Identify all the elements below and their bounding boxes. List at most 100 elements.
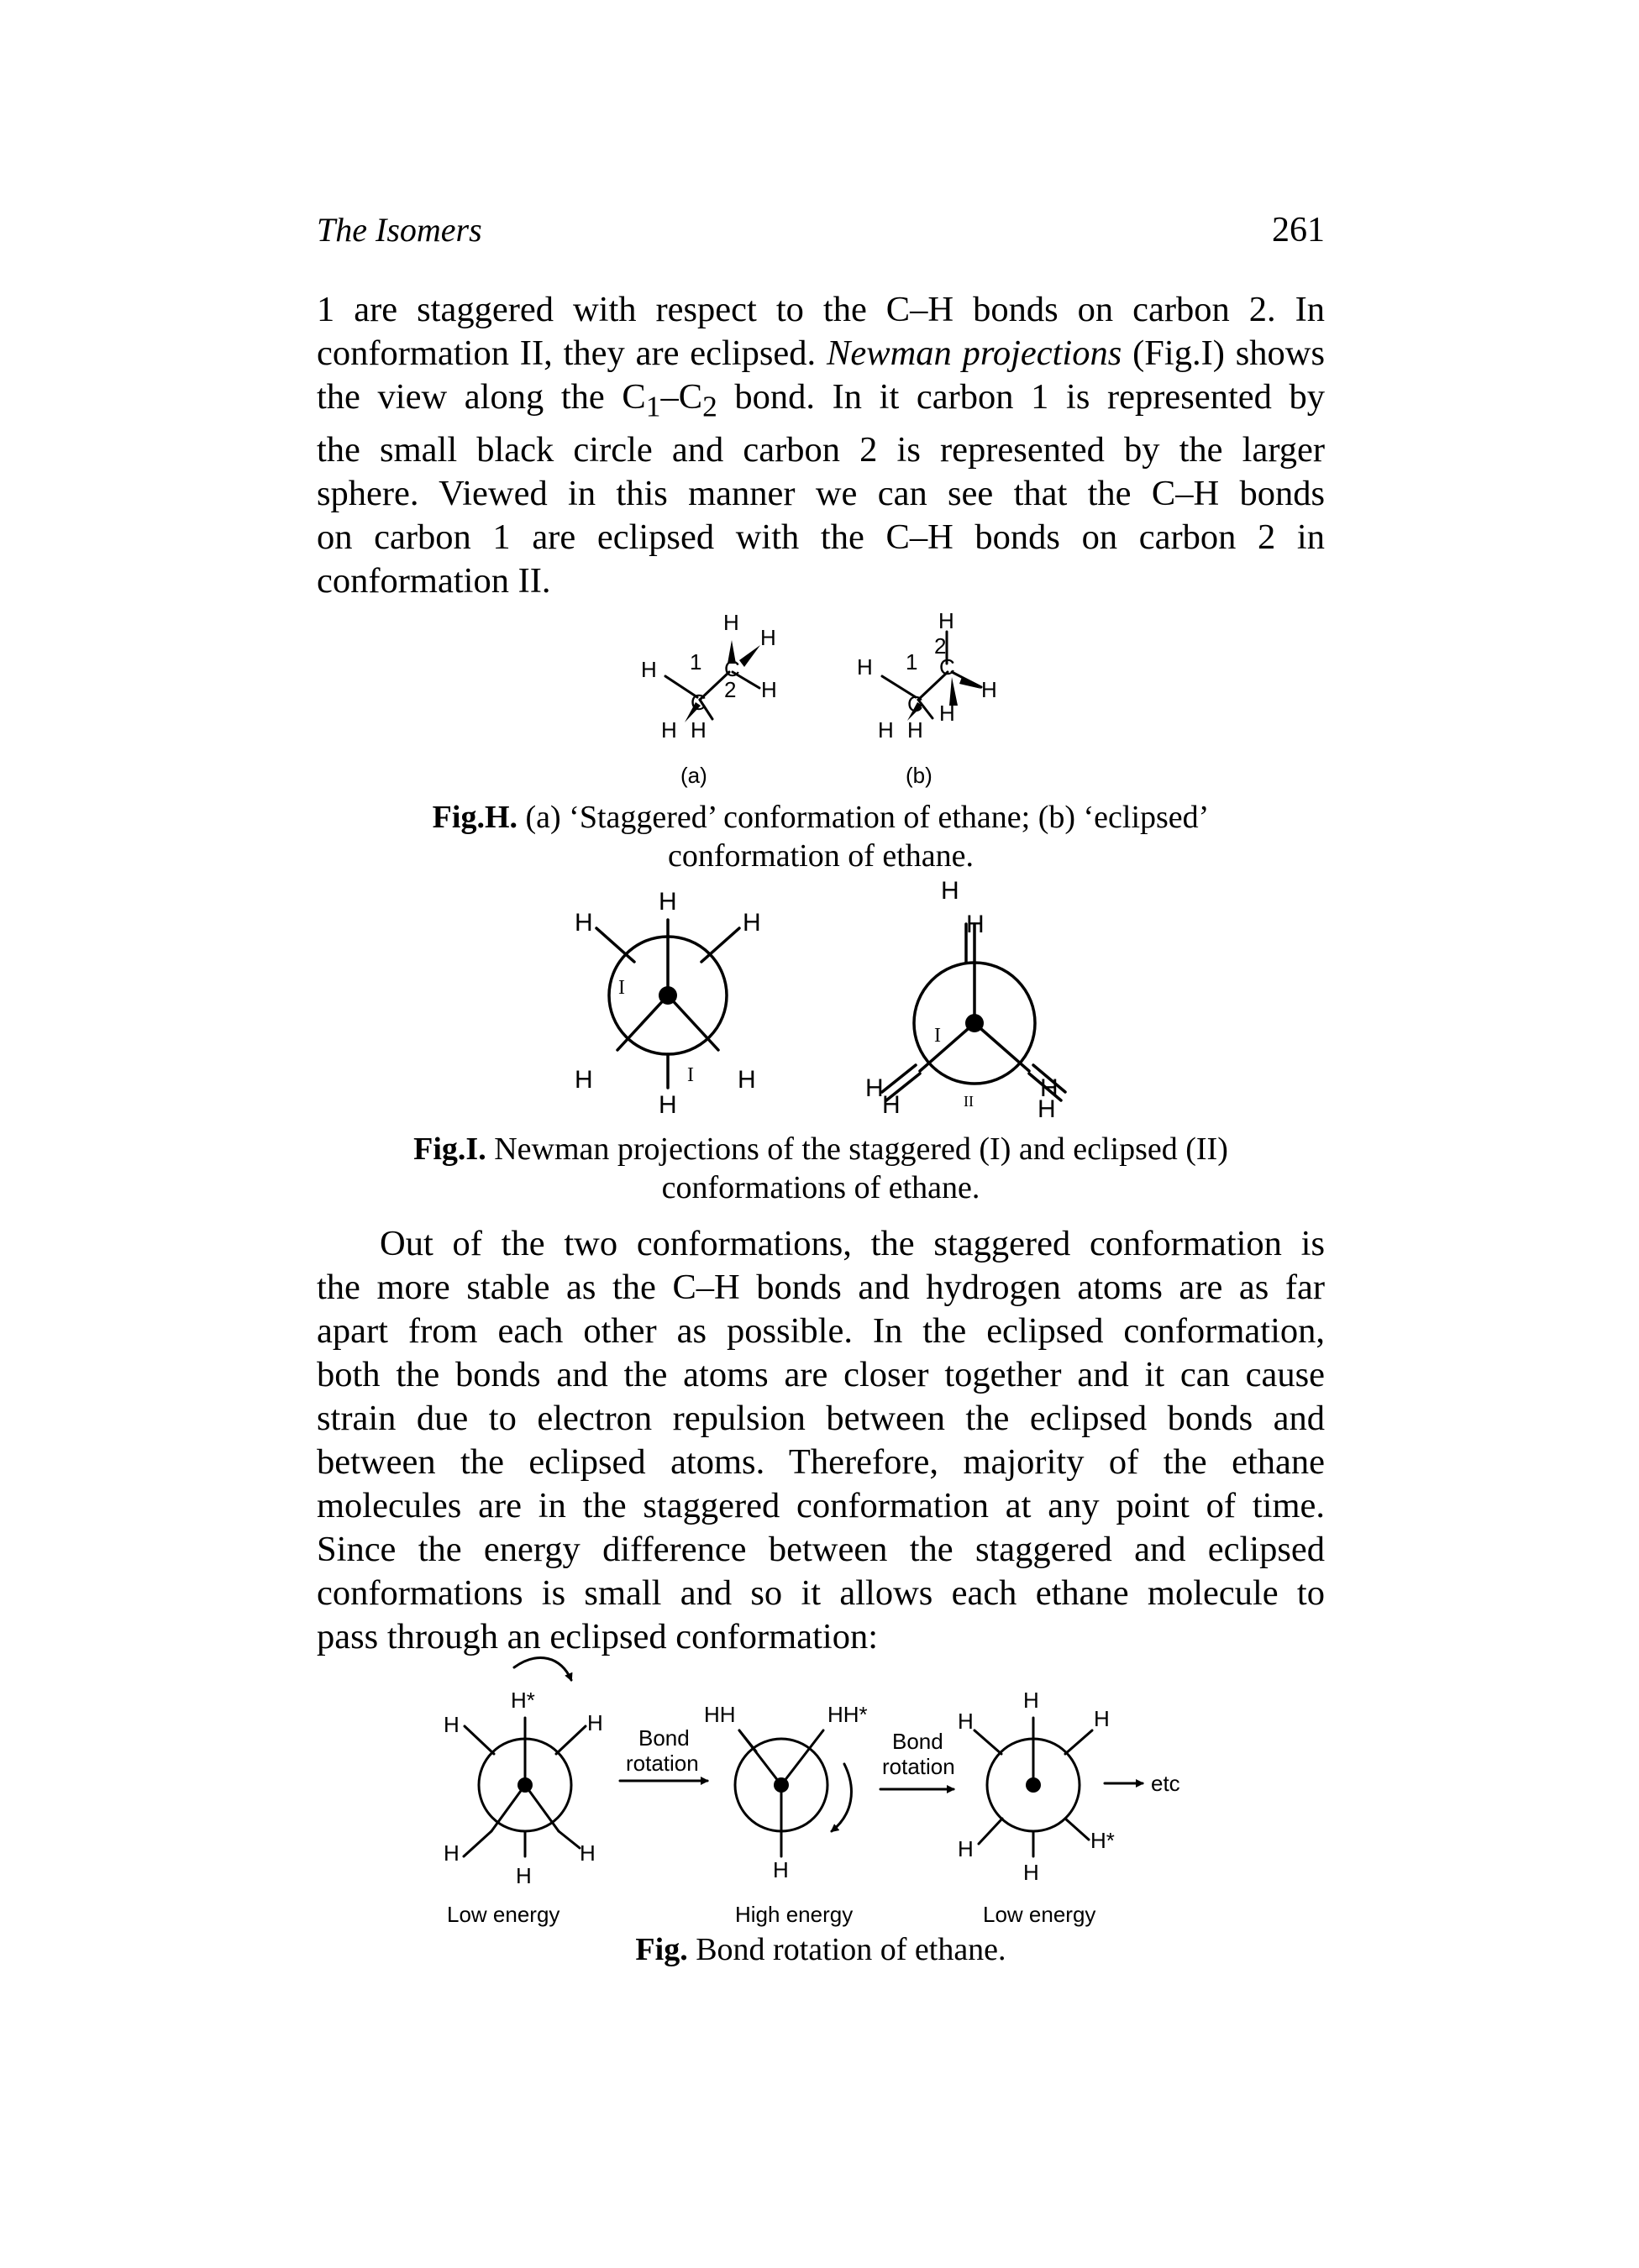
text-line: pass through an eclipsed conformation: bbox=[317, 1617, 879, 1656]
atom-label: H bbox=[738, 1066, 756, 1094]
etc-label: etc bbox=[1151, 1771, 1180, 1796]
roman-numeral-label: II bbox=[964, 1093, 974, 1110]
figure-i-newman: H H H H H H H H H H H H I I I II bbox=[575, 877, 1067, 1123]
caption-text: Newman projections of the staggered (I) … bbox=[494, 1131, 1228, 1167]
text-segment: conformation II, they are eclipsed. bbox=[317, 333, 817, 373]
atom-label: H bbox=[857, 654, 873, 680]
text-line: Out of the two conformations, the stagge… bbox=[380, 1224, 1325, 1263]
atom-label: H bbox=[1094, 1706, 1110, 1731]
atom-label: H bbox=[1023, 1688, 1039, 1713]
atom-label: H bbox=[941, 877, 959, 905]
subscript: 2 bbox=[702, 389, 717, 423]
energy-label-low-left: Low energy bbox=[447, 1902, 559, 1927]
text-line: the view along the C1–C2 bond. In it car… bbox=[317, 375, 1325, 428]
atom-label: H bbox=[659, 1091, 677, 1119]
atom-label: HH* bbox=[827, 1702, 868, 1727]
atom-label: H bbox=[444, 1712, 460, 1737]
text-line: molecules are in the staggered conformat… bbox=[317, 1486, 1325, 1525]
running-head: The Isomers 261 bbox=[317, 210, 1325, 260]
caption-label: Fig.H. bbox=[432, 800, 517, 835]
term-newman-projections: Newman projections bbox=[827, 333, 1122, 373]
text-line: strain due to electron repulsion between… bbox=[317, 1399, 1325, 1438]
caption-text: conformation of ethane. bbox=[667, 838, 974, 874]
paragraph-1: 1 are staggered with respect to the C–H … bbox=[317, 288, 1325, 603]
arrow-label: Bond bbox=[892, 1729, 943, 1754]
atom-label: H bbox=[907, 717, 923, 743]
carbon-number: 1 bbox=[690, 649, 701, 675]
text-line: between the eclipsed atoms. Therefore, m… bbox=[317, 1442, 1325, 1482]
atom-label: H bbox=[575, 1066, 593, 1094]
atom-label: H bbox=[743, 909, 761, 937]
text-line: 1 are staggered with respect to the C–H … bbox=[317, 290, 1325, 329]
atom-label: H bbox=[865, 1074, 884, 1102]
atom-label: H bbox=[641, 657, 657, 682]
atom-label: H bbox=[882, 1091, 901, 1119]
caption-text: (a) ‘Staggered’ conformation of ethane; … bbox=[525, 800, 1210, 835]
carbon-number: 1 bbox=[906, 649, 917, 675]
text-line: apart from each other as possible. In th… bbox=[317, 1311, 1325, 1351]
atom-label: H bbox=[938, 608, 954, 633]
atom-label: H* bbox=[1090, 1828, 1115, 1853]
paragraph-2: Out of the two conformations, the stagge… bbox=[317, 1222, 1325, 1659]
dash: – bbox=[660, 377, 679, 417]
figure-reference: (Fig.I) shows bbox=[1132, 333, 1325, 373]
arrow-label: Bond bbox=[638, 1725, 690, 1751]
energy-label-low-right: Low energy bbox=[983, 1902, 1095, 1927]
figure-bond-caption: Fig. Bond rotation of ethane. bbox=[317, 1930, 1325, 1969]
running-head-title: The Isomers bbox=[317, 211, 482, 249]
atom-label: H bbox=[661, 717, 677, 743]
carbon-number: 2 bbox=[724, 677, 736, 702]
figure-i-caption: Fig.I. Newman projections of the stagger… bbox=[317, 1130, 1325, 1207]
atom-label: H bbox=[691, 717, 707, 743]
atom-label: H bbox=[939, 701, 955, 726]
carbon-label: C bbox=[939, 654, 955, 680]
atom-label: H bbox=[580, 1840, 596, 1866]
atom-label: H bbox=[723, 610, 739, 635]
arrow-label: rotation bbox=[882, 1754, 955, 1779]
atom-label: H bbox=[659, 888, 677, 916]
text-line: on carbon 1 are eclipsed with the C–H bo… bbox=[317, 517, 1325, 557]
carbon-label: C bbox=[691, 690, 707, 715]
subscript: 1 bbox=[645, 389, 661, 423]
caption-text: Bond rotation of ethane. bbox=[696, 1932, 1006, 1967]
roman-numeral-label: I bbox=[934, 1025, 941, 1047]
text-line: sphere. Viewed in this manner we can see… bbox=[317, 473, 1325, 513]
text-line: conformation II. bbox=[317, 560, 551, 601]
atom-label: H bbox=[1023, 1860, 1039, 1885]
atom-label: H bbox=[587, 1710, 603, 1735]
text-line: Since the energy difference between the … bbox=[317, 1530, 1325, 1569]
text-line: both the bonds and the atoms are closer … bbox=[317, 1355, 1325, 1394]
figure-bond-rotation: H* H H H H H HH HH* H H H H H H* H Bond … bbox=[444, 1656, 1180, 1927]
atom-label: HH bbox=[704, 1702, 736, 1727]
carbon-label: C bbox=[907, 691, 923, 717]
caption-label: Fig.I. bbox=[413, 1131, 486, 1167]
carbon-symbol: C bbox=[622, 377, 646, 417]
text-line: conformations is small and so it allows … bbox=[317, 1573, 1325, 1613]
carbon-symbol: C bbox=[678, 377, 703, 417]
text-line: conformation II, they are eclipsed. Newm… bbox=[317, 332, 1325, 375]
atom-label: H bbox=[516, 1863, 532, 1888]
atom-label: H bbox=[981, 677, 997, 702]
energy-label-high: High energy bbox=[735, 1902, 853, 1927]
caption-label: Fig. bbox=[635, 1932, 688, 1967]
text-line: the small black circle and carbon 2 is r… bbox=[317, 429, 1325, 470]
page-number: 261 bbox=[1272, 211, 1325, 249]
atom-label: H* bbox=[511, 1688, 535, 1713]
roman-numeral-label: I bbox=[687, 1064, 694, 1086]
roman-numeral-label: I bbox=[618, 977, 625, 999]
figure-h-caption: Fig.H. (a) ‘Staggered’ conformation of e… bbox=[317, 798, 1325, 875]
figure-h-sawhorse: H H H 1 C 2 H C H H H 2 H 1 C H C H H H … bbox=[641, 608, 997, 788]
carbon-label: C bbox=[724, 656, 740, 681]
text-segment: bond. In it carbon 1 is represented by bbox=[734, 377, 1325, 417]
atom-label: H bbox=[958, 1709, 974, 1734]
arrow-label: rotation bbox=[626, 1751, 699, 1776]
subfigure-label-a: (a) bbox=[680, 763, 707, 788]
text-segment: the view along the bbox=[317, 377, 605, 417]
atom-label: H bbox=[444, 1840, 460, 1866]
atom-label: H bbox=[1038, 1095, 1056, 1123]
atom-label: H bbox=[966, 911, 985, 938]
caption-text: conformations of ethane. bbox=[661, 1170, 980, 1205]
atom-label: H bbox=[958, 1836, 974, 1861]
text-line: the more stable as the C–H bonds and hyd… bbox=[317, 1268, 1325, 1307]
atom-label: H bbox=[1040, 1074, 1059, 1102]
